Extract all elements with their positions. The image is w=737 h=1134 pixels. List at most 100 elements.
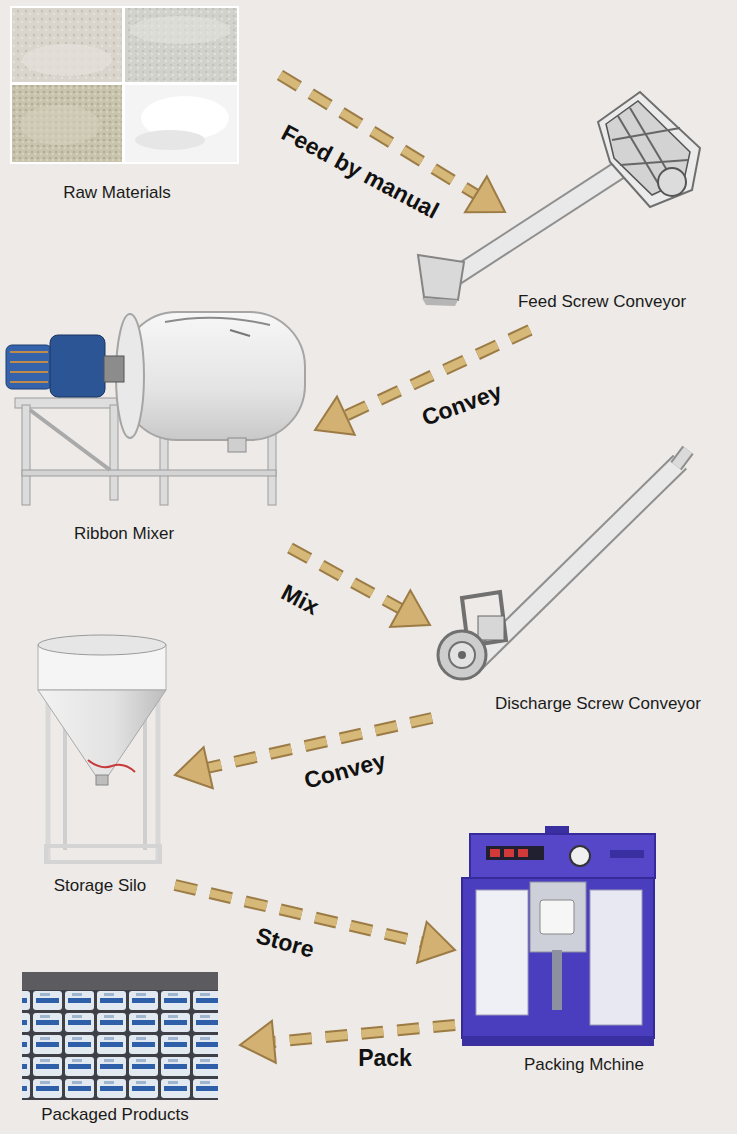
packing-machine-figure-part (610, 850, 644, 858)
machine-node: Raw Materials (10, 5, 280, 215)
arrow-dash (270, 1025, 455, 1042)
feed-screw-conveyor-figure-part (422, 298, 458, 306)
raw-materials-photo-part (12, 8, 122, 82)
machine-caption: Feed Screw Conveyor (518, 292, 686, 312)
storage-silo-figure-part (88, 760, 135, 772)
packing-machine-figure-part (476, 890, 528, 1015)
machine-caption: Raw Materials (63, 183, 171, 203)
packing-machine-figure-part (462, 878, 654, 1038)
feed-screw-conveyor-figure-part (418, 255, 464, 300)
ribbon-mixer-figure-part (22, 405, 30, 505)
machine-caption: Storage Silo (54, 876, 147, 896)
ribbon-mixer-figure-part (165, 318, 270, 325)
machine-node: Ribbon Mixer (5, 305, 315, 548)
storage-silo-figure (38, 635, 166, 862)
storage-silo-figure-part (38, 635, 166, 655)
storage-silo-figure-part (38, 690, 166, 776)
feed-screw-conveyor-figure-part (612, 128, 680, 140)
packing-machine-figure-part (470, 834, 655, 878)
step-label: Convey (302, 748, 389, 794)
discharge-screw-conveyor-figure-part (478, 616, 504, 640)
step-label: Store (253, 923, 316, 963)
ribbon-mixer-figure-part (6, 345, 52, 389)
raw-materials-photo-part (125, 8, 237, 82)
feed-screw-conveyor-figure-part (606, 101, 690, 195)
raw-materials-photo-part (135, 130, 205, 150)
ribbon-mixer-figure-part (104, 356, 124, 382)
machine-caption: Ribbon Mixer (74, 524, 174, 544)
ribbon-mixer-figure-part (10, 352, 48, 382)
raw-materials-photo-part (125, 85, 237, 162)
arrowhead (315, 397, 355, 435)
discharge-screw-conveyor-figure-part (458, 651, 466, 659)
packing-machine-figure-part (540, 900, 574, 934)
ribbon-mixer-figure-part (50, 335, 105, 397)
packaged-products-photo-part (22, 972, 218, 1100)
ribbon-mixer-figure (6, 312, 305, 505)
machine-caption: Packaged Products (41, 1105, 188, 1125)
storage-silo-figure-part (46, 846, 160, 862)
raw-materials-photo-part (12, 85, 122, 162)
raw-materials-photo (10, 6, 239, 164)
machine-node: Storage Silo (30, 633, 175, 900)
packing-machine-figure-part (518, 849, 528, 857)
packing-machine-figure-part (490, 849, 500, 857)
packing-machine-figure-part (530, 882, 586, 952)
packaged-products-photo-part (22, 972, 218, 990)
arrow-dash (204, 718, 432, 769)
step-label: Feed by manual (277, 120, 442, 224)
ribbon-mixer-figure-part (122, 312, 305, 440)
storage-silo-figure-part (156, 690, 161, 862)
arrowhead (175, 747, 213, 788)
ribbon-mixer-figure-part (30, 410, 110, 470)
arrowhead (240, 1021, 276, 1063)
packing-machine-figure-part (590, 890, 642, 1025)
ribbon-mixer-figure-part (22, 470, 276, 476)
packing-machine-figure (462, 826, 655, 1046)
feed-screw-conveyor-figure-part (620, 160, 688, 165)
discharge-screw-conveyor-figure (438, 450, 688, 679)
feed-screw-conveyor-figure-part (658, 168, 686, 196)
raw-materials-photo-part (10, 6, 239, 164)
packing-machine-figure-part (504, 849, 514, 857)
feed-screw-conveyor-figure (418, 92, 700, 306)
packaged-products-photo (22, 972, 218, 1100)
feed-screw-conveyor-figure-part (598, 92, 700, 207)
machine-node: Packing Mchine (455, 828, 665, 1078)
flow-arrow (315, 330, 530, 435)
storage-silo-figure-part (96, 775, 108, 785)
raw-materials-photo-part (22, 44, 112, 76)
machine-caption: Discharge Screw Conveyor (495, 694, 701, 714)
machine-caption: Packing Mchine (524, 1055, 644, 1075)
packing-machine-figure-part (486, 846, 544, 860)
discharge-screw-conveyor-figure-part (676, 450, 688, 466)
packing-machine-figure-part (552, 950, 562, 1010)
packing-machine-figure-part (462, 1036, 654, 1046)
discharge-screw-conveyor-figure-part (438, 631, 486, 679)
machine-node: Feed Screw Conveyor (505, 88, 712, 330)
ribbon-mixer-figure-part (160, 430, 168, 505)
arrow-dash-outline (270, 1025, 455, 1042)
feed-screw-conveyor-figure-part (618, 116, 662, 190)
arrowhead (417, 922, 455, 963)
ribbon-mixer-figure-part (110, 405, 118, 500)
machine-node: Packaged Products (15, 970, 240, 1130)
arrow-dash-outline (204, 718, 432, 769)
step-label: Convey (419, 379, 506, 431)
step-label: Pack (358, 1046, 412, 1071)
raw-materials-photo-part (20, 105, 100, 145)
flow-arrow (240, 1021, 455, 1063)
step-label: Mix (277, 580, 323, 620)
raw-materials-photo-part (130, 16, 230, 44)
storage-silo-figure-part (46, 690, 51, 862)
ribbon-mixer-figure-part (228, 438, 246, 452)
discharge-screw-conveyor-figure-part (676, 450, 688, 466)
discharge-screw-conveyor-figure-part (449, 642, 475, 668)
packaged-products-photo-part (22, 990, 218, 1100)
ribbon-mixer-figure-part (230, 330, 250, 336)
arrowhead (390, 590, 430, 627)
flow-arrow (175, 885, 455, 963)
machine-node: Discharge Screw Conveyor (430, 448, 712, 718)
arrowhead (465, 176, 505, 212)
packing-machine-figure-part (570, 846, 590, 866)
